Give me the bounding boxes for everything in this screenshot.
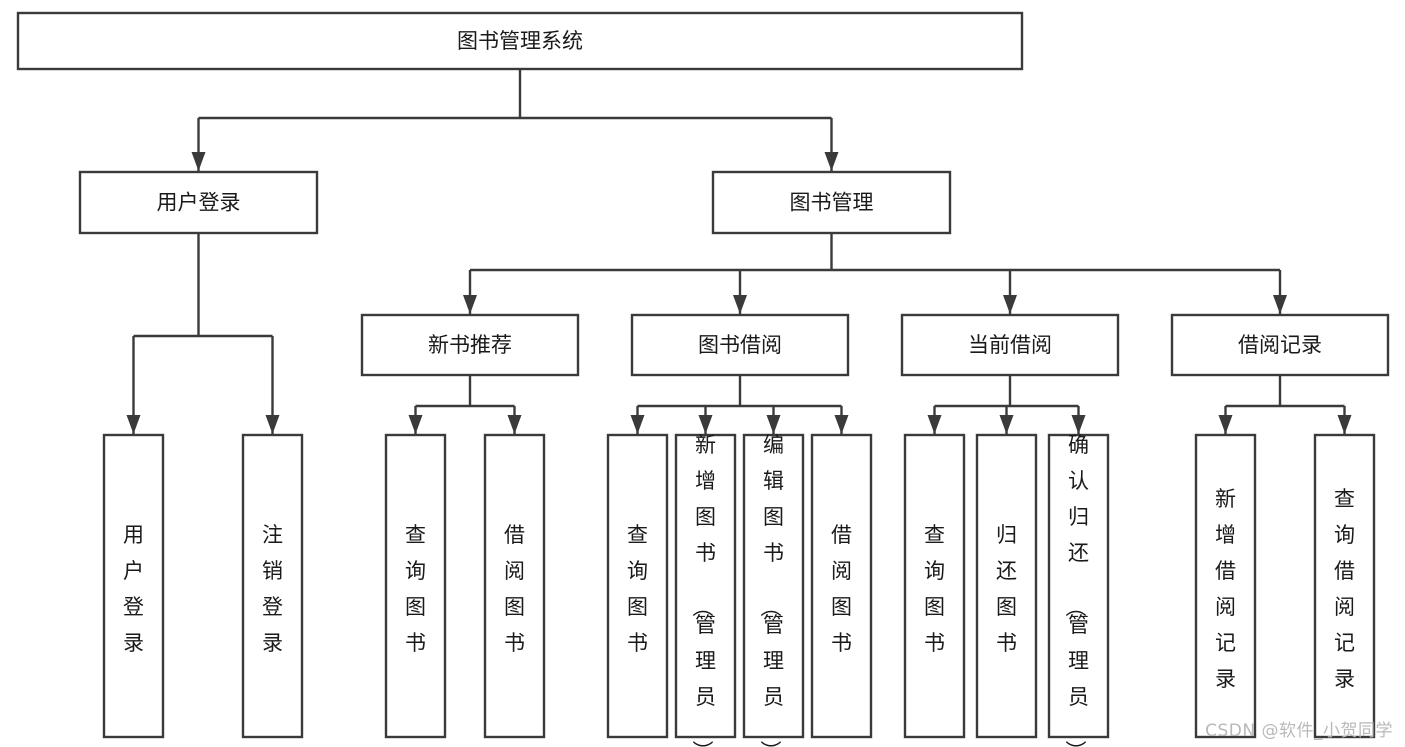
arrow-down-icon bbox=[126, 415, 141, 434]
node-user-login-do[interactable]: 用户登录 bbox=[102, 433, 165, 739]
node-label-borrow-records: 借阅记录 bbox=[1238, 333, 1322, 357]
arrow-down-icon bbox=[265, 415, 280, 434]
node-box-query-book-1[interactable] bbox=[384, 433, 447, 739]
node-confirm-return-admin[interactable]: 确认归还（管理员） bbox=[1047, 433, 1110, 747]
node-box-current-borrow[interactable] bbox=[900, 313, 1120, 377]
arrow-down-icon bbox=[1003, 295, 1017, 314]
node-add-book-admin[interactable]: 新增图书（管理员） bbox=[674, 433, 737, 747]
node-label-query-borrow-record: 查询借阅记录 bbox=[1334, 487, 1355, 691]
node-box-borrow-book-2[interactable] bbox=[810, 433, 873, 739]
node-query-book-2[interactable]: 查询图书 bbox=[606, 433, 669, 739]
node-query-borrow-record[interactable]: 查询借阅记录 bbox=[1313, 433, 1376, 739]
node-label-borrow-book-2: 借阅图书 bbox=[831, 523, 852, 655]
node-book-manage[interactable]: 图书管理 bbox=[711, 170, 952, 235]
node-label-add-borrow-record: 新增借阅记录 bbox=[1215, 487, 1236, 691]
arrow-down-icon bbox=[927, 415, 942, 434]
arrow-down-icon bbox=[191, 152, 206, 171]
arrow-down-icon bbox=[834, 415, 849, 434]
node-borrow-book-2[interactable]: 借阅图书 bbox=[810, 433, 873, 739]
node-user-login[interactable]: 用户登录 bbox=[78, 170, 319, 235]
node-label-root: 图书管理系统 bbox=[457, 29, 583, 53]
node-label-edit-book-admin: 编辑图书（管理员） bbox=[758, 433, 784, 747]
node-add-borrow-record[interactable]: 新增借阅记录 bbox=[1194, 433, 1257, 739]
node-current-borrow[interactable]: 当前借阅 bbox=[900, 313, 1120, 377]
node-box-user-login[interactable] bbox=[78, 170, 319, 235]
node-label-return-book: 归还图书 bbox=[996, 523, 1017, 655]
node-box-query-borrow-record[interactable] bbox=[1313, 433, 1376, 739]
node-box-add-book-admin[interactable] bbox=[674, 433, 737, 739]
node-box-borrow-book-1[interactable] bbox=[483, 433, 546, 739]
node-label-new-book-recommend: 新书推荐 bbox=[428, 333, 512, 357]
node-label-query-book-3: 查询图书 bbox=[924, 523, 945, 655]
node-box-query-book-2[interactable] bbox=[606, 433, 669, 739]
node-box-borrow-records[interactable] bbox=[1170, 313, 1390, 377]
node-query-book-1[interactable]: 查询图书 bbox=[384, 433, 447, 739]
node-box-add-borrow-record[interactable] bbox=[1194, 433, 1257, 739]
node-box-new-book-recommend[interactable] bbox=[360, 313, 580, 377]
arrow-down-icon bbox=[1218, 415, 1233, 434]
node-box-query-book-3[interactable] bbox=[903, 433, 966, 739]
arrow-down-icon bbox=[630, 415, 645, 434]
node-borrow-book-1[interactable]: 借阅图书 bbox=[483, 433, 546, 739]
arrow-down-icon bbox=[1273, 295, 1287, 314]
node-edit-book-admin[interactable]: 编辑图书（管理员） bbox=[742, 433, 805, 747]
arrow-down-icon bbox=[1071, 415, 1086, 434]
node-label-current-borrow: 当前借阅 bbox=[968, 333, 1052, 357]
node-label-add-book-admin: 新增图书（管理员） bbox=[690, 433, 716, 747]
arrow-down-icon bbox=[1337, 415, 1352, 434]
node-box-return-book[interactable] bbox=[975, 433, 1038, 739]
node-return-book[interactable]: 归还图书 bbox=[975, 433, 1038, 739]
node-label-user-login-do: 用户登录 bbox=[123, 523, 144, 655]
watermark-text: CSDN @软件_小贺同学 bbox=[1205, 721, 1393, 741]
node-label-book-borrow: 图书借阅 bbox=[698, 333, 782, 357]
node-label-user-login: 用户登录 bbox=[157, 191, 241, 215]
arrow-down-icon bbox=[507, 415, 522, 434]
arrow-down-icon bbox=[766, 415, 781, 434]
arrow-down-icon bbox=[463, 295, 477, 314]
node-label-query-book-1: 查询图书 bbox=[405, 523, 426, 655]
node-box-edit-book-admin[interactable] bbox=[742, 433, 805, 739]
node-root[interactable]: 图书管理系统 bbox=[16, 11, 1024, 71]
node-box-confirm-return-admin[interactable] bbox=[1047, 433, 1110, 739]
node-label-user-logout: 注销登录 bbox=[262, 523, 283, 655]
node-label-borrow-book-1: 借阅图书 bbox=[504, 523, 525, 655]
node-label-book-manage: 图书管理 bbox=[790, 191, 874, 215]
arrow-down-icon bbox=[733, 295, 747, 314]
node-box-user-login-do[interactable] bbox=[102, 433, 165, 739]
node-box-book-borrow[interactable] bbox=[630, 313, 850, 377]
node-label-confirm-return-admin: 确认归还（管理员） bbox=[1063, 433, 1089, 747]
arrow-down-icon bbox=[999, 415, 1014, 434]
arrow-down-icon bbox=[824, 152, 839, 171]
node-borrow-records[interactable]: 借阅记录 bbox=[1170, 313, 1390, 377]
node-new-book-recommend[interactable]: 新书推荐 bbox=[360, 313, 580, 377]
node-book-borrow[interactable]: 图书借阅 bbox=[630, 313, 850, 377]
arrow-down-icon bbox=[408, 415, 423, 434]
node-label-query-book-2: 查询图书 bbox=[627, 523, 648, 655]
node-user-logout[interactable]: 注销登录 bbox=[241, 433, 304, 739]
arrow-down-icon bbox=[698, 415, 713, 434]
node-box-root[interactable] bbox=[16, 11, 1024, 71]
node-query-book-3[interactable]: 查询图书 bbox=[903, 433, 966, 739]
node-box-user-logout[interactable] bbox=[241, 433, 304, 739]
